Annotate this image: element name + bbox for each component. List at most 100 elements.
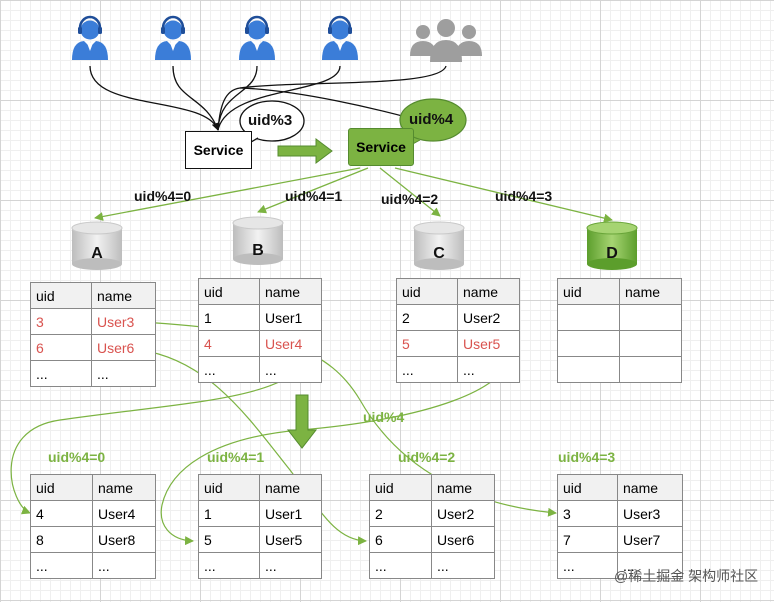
table-cell: User3 xyxy=(91,308,156,335)
table-header-cell: name xyxy=(259,278,322,305)
database-label: C xyxy=(433,245,445,262)
service-left-bubble-text: uid%3 xyxy=(248,112,293,129)
table-cell: 6 xyxy=(369,526,432,553)
table-header-cell: name xyxy=(259,474,322,501)
table-cell: 1 xyxy=(198,500,260,527)
service-right-box[interactable]: Service xyxy=(348,128,414,166)
table-cell: 5 xyxy=(396,330,458,357)
table-cell: ... xyxy=(259,356,322,383)
table-cell: 3 xyxy=(30,308,92,335)
table-header-cell: uid xyxy=(198,278,260,305)
table-cell: User8 xyxy=(92,526,156,553)
table-cell xyxy=(557,356,620,383)
service-left-label: Service xyxy=(193,142,244,158)
table-header-cell: uid xyxy=(557,278,620,305)
table-cell: ... xyxy=(198,552,260,579)
table-header-cell: uid xyxy=(369,474,432,501)
table-cell: User2 xyxy=(457,304,520,331)
table-cell: User2 xyxy=(431,500,495,527)
table-cell: User7 xyxy=(617,526,683,553)
database-label: D xyxy=(606,245,618,262)
route-label: uid%4=0 xyxy=(134,188,192,204)
route-label: uid%4=1 xyxy=(285,188,343,204)
table-cell: ... xyxy=(431,552,495,579)
route-label: uid%4=2 xyxy=(381,191,439,207)
table-cell: User1 xyxy=(259,500,322,527)
table-cell: 2 xyxy=(369,500,432,527)
bottom-route-label: uid%4=3 xyxy=(558,449,616,465)
table-cell: ... xyxy=(92,552,156,579)
table-cell: User4 xyxy=(259,330,322,357)
table-cell: 1 xyxy=(198,304,260,331)
table-header-cell: uid xyxy=(396,278,458,305)
table-cell: 5 xyxy=(198,526,260,553)
database-a-icon xyxy=(71,221,123,270)
bottom-route-label: uid%4=0 xyxy=(48,449,106,465)
table-cell: User1 xyxy=(259,304,322,331)
bottom-route-label: uid%4=1 xyxy=(207,449,265,465)
table-cell: 2 xyxy=(396,304,458,331)
database-c-icon xyxy=(413,221,465,270)
table-cell: ... xyxy=(557,552,618,579)
user-headset-icon xyxy=(153,15,193,62)
user-headset-icon xyxy=(237,15,277,62)
database-label: B xyxy=(252,242,264,259)
table-cell: User6 xyxy=(91,334,156,361)
database-d-icon xyxy=(586,221,638,270)
table-cell: 8 xyxy=(30,526,93,553)
service-left-box[interactable]: Service xyxy=(185,131,252,169)
table-cell: User5 xyxy=(457,330,520,357)
table-header-cell: name xyxy=(457,278,520,305)
table-cell: ... xyxy=(30,552,93,579)
table-header-cell: uid xyxy=(30,282,92,309)
table-cell: 4 xyxy=(198,330,260,357)
table-cell xyxy=(557,304,620,331)
user-group-icon xyxy=(410,19,482,62)
table-header-cell: name xyxy=(619,278,682,305)
table-cell: ... xyxy=(91,360,156,387)
table-cell: 6 xyxy=(30,334,92,361)
table-header-cell: name xyxy=(617,474,683,501)
database-label: A xyxy=(91,245,103,262)
table-cell: User6 xyxy=(431,526,495,553)
table-cell: User4 xyxy=(92,500,156,527)
watermark: @稀土掘金 架构师社区 xyxy=(614,568,759,584)
table-header-cell: uid xyxy=(30,474,93,501)
table-cell: ... xyxy=(198,356,260,383)
route-label: uid%4=3 xyxy=(495,188,553,204)
table-header-cell: uid xyxy=(557,474,618,501)
bottom-route-label: uid%4=2 xyxy=(398,449,456,465)
table-cell xyxy=(619,330,682,357)
table-cell: 3 xyxy=(557,500,618,527)
table-cell: User5 xyxy=(259,526,322,553)
table-cell xyxy=(619,304,682,331)
table-cell: 7 xyxy=(557,526,618,553)
table-cell: ... xyxy=(617,552,683,579)
table-cell: ... xyxy=(30,360,92,387)
table-cell: ... xyxy=(369,552,432,579)
user-headset-icon xyxy=(70,15,110,62)
table-cell: 4 xyxy=(30,500,93,527)
table-cell xyxy=(557,330,620,357)
table-cell: User3 xyxy=(617,500,683,527)
user-headset-icon xyxy=(320,15,360,62)
database-b-icon xyxy=(232,216,284,265)
rehash-label: uid%4 xyxy=(363,409,405,425)
table-header-cell: name xyxy=(92,474,156,501)
table-cell xyxy=(619,356,682,383)
table-cell: ... xyxy=(457,356,520,383)
table-header-cell: uid xyxy=(198,474,260,501)
table-cell: ... xyxy=(259,552,322,579)
service-right-label: Service xyxy=(356,139,406,155)
table-header-cell: name xyxy=(431,474,495,501)
service-right-bubble-text: uid%4 xyxy=(409,111,454,128)
table-cell: ... xyxy=(396,356,458,383)
